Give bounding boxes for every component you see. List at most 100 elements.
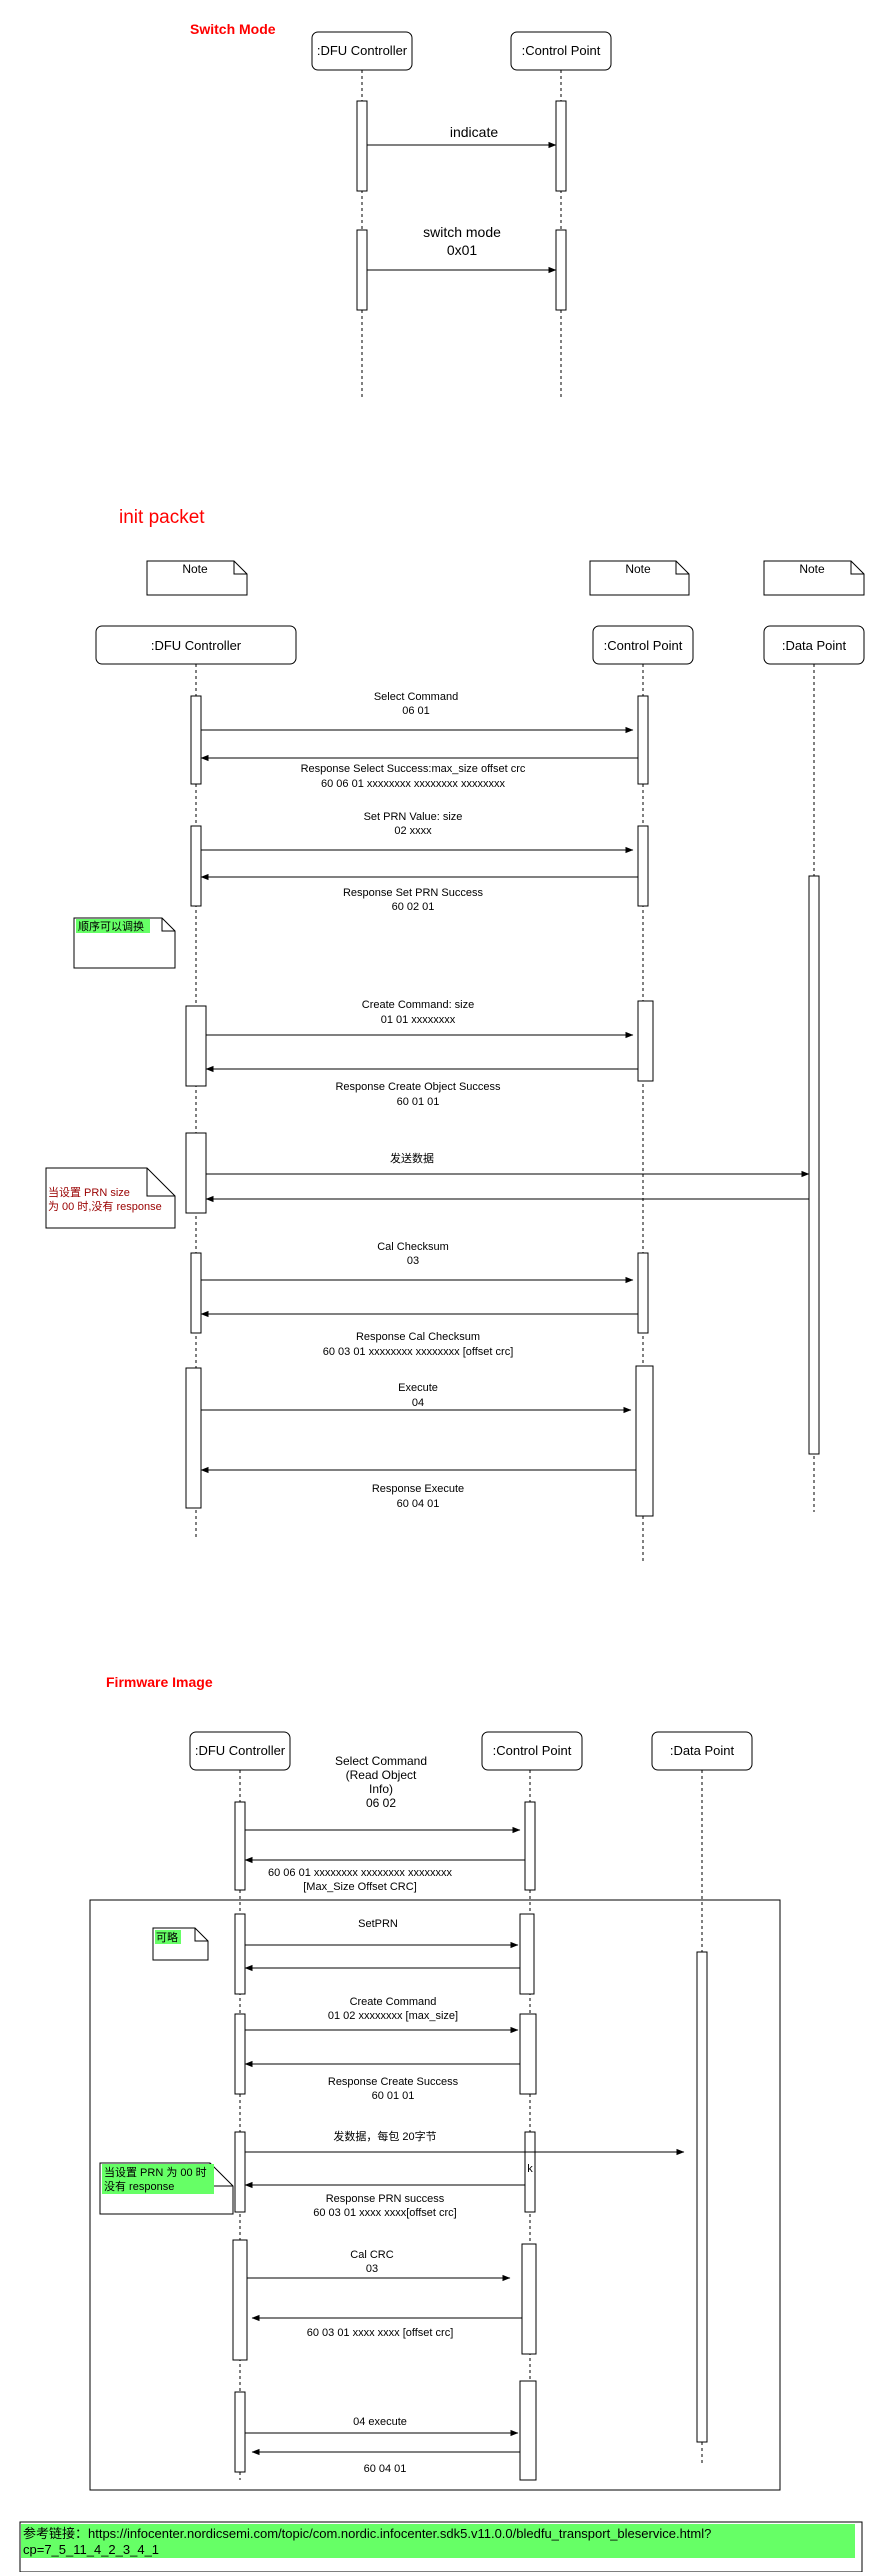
fw-cp-act-3 [519,2013,537,2095]
init-data-point-label: :Data Point [782,638,847,653]
init-create-label-1: Create Command: size [362,999,475,1011]
fw-dfu-act-6 [234,2391,246,2473]
fw-note-optional: 可略 [152,1927,209,1961]
fw-select-label-1: Select Command [335,1754,427,1768]
fw-dfu-act-2 [234,1913,246,1995]
init-note-cp: Note [589,560,690,596]
init-cal-resp-label-2: 60 03 01 xxxxxxxx xxxxxxxx [offset crc] [323,1346,514,1358]
fw-cp-act-4 [524,2131,536,2213]
init-select-resp-label-1: Response Select Success:max_size offset … [301,763,526,775]
fw-note-optional-text: 可略 [156,1930,178,1944]
init-note-cp-label: Note [625,562,651,576]
reference-box: 参考链接：https://infocenter.nordicsemi.com/t… [19,2521,863,2572]
init-dfu-act-6 [185,1367,202,1509]
init-cal-resp-label-1: Response Cal Checksum [356,1331,480,1343]
init-exec-resp-label-2: 60 04 01 [397,1498,440,1510]
switch-dfu-controller-header: :DFU Controller [311,31,413,71]
init-data-point-header: :Data Point [763,625,865,665]
init-note-prn-text-2: 为 00 时,没有 response [48,1199,162,1213]
switch-mode-title: Switch Mode [190,21,276,37]
firmware-image-diagram: Firmware Image :DFU Controller :Control … [89,1674,781,2491]
switch-control-point-label: :Control Point [522,43,601,58]
fw-exec-label: 04 execute [353,2416,407,2428]
init-prn-resp-label-2: 60 02 01 [392,901,435,913]
init-dfu-controller-label: :DFU Controller [151,638,242,653]
init-control-point-label: :Control Point [604,638,683,653]
init-control-point-header: :Control Point [592,625,694,665]
init-dfu-controller-header: :DFU Controller [95,625,297,665]
fw-select-label-2: (Read Object [346,1768,417,1782]
fw-create-resp-label-1: Response Create Success [328,2076,459,2088]
init-exec-label-2: 04 [412,1397,424,1409]
init-packet-diagram: init packet Note Note Note :DFU Controll… [45,507,865,1562]
switch-indicate-label: indicate [450,124,498,140]
firmware-title: Firmware Image [106,1674,213,1690]
init-create-label-2: 01 01 xxxxxxxx [381,1014,456,1026]
fw-create-resp-label-2: 60 01 01 [372,2090,415,2102]
init-prn-resp-label-1: Response Set PRN Success [343,887,484,899]
fw-dfu-controller-label: :DFU Controller [195,1743,286,1758]
init-exec-resp-label-1: Response Execute [372,1483,464,1495]
init-cp-act-4 [637,1252,649,1334]
init-note-order-text: 顺序可以调换 [78,919,144,933]
init-packet-title: init packet [119,507,205,528]
switch-cp-activation-2 [555,229,567,311]
init-dfu-act-3 [185,1005,207,1087]
init-cp-act-1 [637,695,649,785]
fw-dfu-act-4 [234,2131,246,2213]
init-dp-act-1 [808,875,820,1455]
init-cal-label-1: Cal Checksum [377,1241,449,1253]
switch-cp-activation-1 [555,100,567,192]
fw-data-point-header: :Data Point [651,1731,753,1771]
init-note-prn-text-1: 当设置 PRN size [48,1185,130,1199]
fw-dfu-act-5 [232,2239,248,2361]
init-send-data-label: 发送数据 [390,1151,434,1165]
fw-crc-label-1: Cal CRC [350,2249,393,2261]
reference-link-line2[interactable]: cp=7_5_11_4_2_3_4_1 [23,2542,159,2557]
init-prn-label-2: 02 xxxx [394,825,432,837]
init-cp-act-2 [637,825,649,907]
fw-control-point-label: :Control Point [493,1743,572,1758]
switch-dfu-controller-label: :DFU Controller [317,43,408,58]
fw-loop-frame [89,1899,781,2491]
init-select-label-2: 06 01 [402,705,430,717]
fw-prn-resp-label-2: 60 03 01 xxxx xxxx[offset crc] [313,2207,456,2219]
init-note-dfu-label: Note [182,562,208,576]
fw-data-point-label: :Data Point [670,1743,735,1758]
fw-send-data-label: 发数据，每包 20字节 [333,2129,436,2143]
fw-crc-label-2: 03 [366,2263,378,2275]
fw-create-label-2: 01 02 xxxxxxxx [max_size] [328,2010,458,2022]
fw-cp-act-2 [519,1913,535,1995]
init-cp-act-3 [637,1000,654,1082]
fw-exec-resp-label: 60 04 01 [364,2463,407,2475]
fw-dp-act-1 [696,1951,708,2443]
init-cal-label-2: 03 [407,1255,419,1267]
fw-note-prn-text-1: 当设置 PRN 为 00 时 [104,2165,207,2179]
init-select-resp-label-2: 60 06 01 xxxxxxxx xxxxxxxx xxxxxxxx [321,778,505,790]
init-create-resp-label-1: Response Create Object Success [335,1081,501,1093]
fw-dfu-controller-header: :DFU Controller [189,1731,291,1771]
fw-note-prn-text-2: 没有 response [104,2179,174,2193]
init-cp-act-5 [635,1365,654,1517]
fw-dfu-act-3 [234,2013,246,2095]
reference-link-line1[interactable]: 参考链接：https://infocenter.nordicsemi.com/t… [23,2526,711,2541]
fw-select-resp-label-2: [Max_Size Offset CRC] [303,1881,417,1893]
fw-select-label-3: Info) [369,1782,393,1796]
fw-select-label-4: 06 02 [366,1796,396,1810]
fw-k-mark: k [527,2163,533,2175]
fw-cp-act-6 [519,2380,537,2481]
init-note-order: 顺序可以调换 [73,917,176,969]
fw-note-prn: 当设置 PRN 为 00 时 没有 response [99,2162,234,2215]
fw-cp-act-5 [521,2243,537,2355]
switch-control-point-header: :Control Point [510,31,612,71]
fw-prn-resp-label-1: Response PRN success [326,2193,445,2205]
init-note-dp-label: Note [799,562,825,576]
fw-crc-resp-label: 60 03 01 xxxx xxxx [offset crc] [307,2327,454,2339]
switch-mode-label-2: 0x01 [447,242,478,258]
init-select-label-1: Select Command [374,691,458,703]
fw-create-label-1: Create Command [350,1996,437,2008]
fw-control-point-header: :Control Point [481,1731,583,1771]
switch-mode-label-1: switch mode [423,224,501,240]
init-note-prn: 当设置 PRN size 为 00 时,没有 response [45,1167,176,1229]
